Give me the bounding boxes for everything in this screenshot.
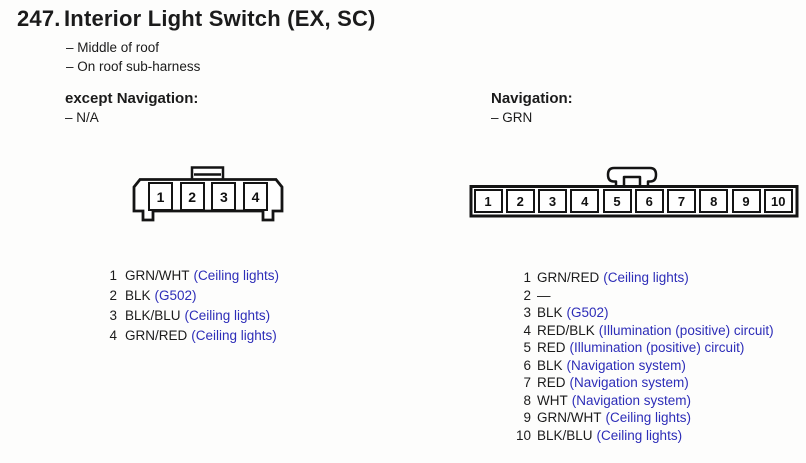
pinout-row: 10 BLK/BLU(Ceiling lights) [512,427,774,445]
page-title-number: 247. [17,6,61,31]
wire-destination: (Illumination (positive) circuit) [598,322,774,338]
page-title: Interior Light Switch (EX, SC) [64,6,376,31]
pinout-row: 2— [512,287,774,305]
pinout-row: 3 BLK(G502) [512,304,774,322]
pin-number: 10 [515,427,531,443]
title-note-line: – Middle of roof [66,40,160,55]
pin-cell: 2 [179,182,205,211]
pin-cell: 5 [602,189,632,213]
wire-destination: (G502) [154,288,197,303]
pin-number: 4 [109,328,117,343]
wire-color: GRN/RED [537,270,600,285]
pin-number: 3 [109,308,117,323]
pin-number: 8 [523,392,531,408]
wire-color: RED/BLK [537,322,595,338]
wire-destination: (Ceiling lights) [605,410,692,425]
pinout-row: 8 WHT(Navigation system) [512,392,774,410]
connector-diagram-4pin: 1 2 3 4 [132,161,286,223]
pinout-row: 9 GRN/WHT(Ceiling lights) [512,409,774,427]
wire-destination: (Navigation system) [569,375,689,390]
wire-destination: (Navigation system) [566,357,686,373]
wire-color: — [537,287,551,303]
wire-color: GRN/WHT [125,268,190,283]
wire-color: BLK [537,357,563,373]
pin-cell: 4 [243,182,269,211]
pinout-row: 4 RED/BLK(Illumination (positive) circuit… [512,322,774,340]
pinout-row: 6 BLK(Navigation system) [512,357,774,375]
wire-color: RED [537,340,566,355]
pin-cell: 3 [211,182,237,211]
title-notes: – Middle of roof – On roof sub-harness [66,39,200,76]
pin-cell: 3 [538,189,567,213]
pin-number: 2 [109,288,117,303]
wire-destination: (G502) [566,305,609,320]
pin-cell: 2 [505,189,535,213]
navigation-heading: Navigation: [491,90,573,107]
except-navigation-subnote: – N/A [65,110,99,125]
pin-cells-4pin: 1 2 3 4 [148,182,269,211]
pin-number: 1 [109,268,117,283]
pin-number: 5 [523,340,531,355]
title-note-line: – On roof sub-harness [66,58,201,74]
pin-cell: 4 [570,189,600,213]
pinout-row: 3 BLK/BLU(Ceiling lights) [105,306,279,326]
pinout-row: 1 GRN/WHT(Ceiling lights) [105,266,279,286]
pin-cell: 7 [667,189,696,213]
wire-color: RED [537,375,566,390]
wire-destination: (Ceiling lights) [596,427,683,443]
pin-number: 7 [523,375,531,390]
wire-destination: (Navigation system) [571,392,692,408]
pin-cell: 8 [699,189,729,213]
connector-latch-handle [606,166,658,191]
wire-color: GRN/RED [125,328,188,343]
except-navigation-heading: except Navigation: [65,90,199,107]
pinout-row: 2 BLK(G502) [105,286,279,306]
pin-cell: 6 [634,189,664,213]
wire-color: BLK/BLU [125,308,181,323]
pin-cell: 1 [473,189,503,213]
wire-color: BLK [537,305,563,320]
pin-number: 1 [523,270,531,285]
wire-destination: (Ceiling lights) [184,308,271,323]
wire-destination: (Illumination (positive) circuit) [569,340,745,355]
wire-destination: (Ceiling lights) [191,328,277,343]
wire-destination: (Ceiling lights) [193,268,280,283]
pin-number: 4 [523,322,531,338]
pin-number: 2 [523,287,531,303]
wire-color: GRN/WHT [537,410,602,425]
wire-color: WHT [537,392,568,408]
wire-color: BLK/BLU [537,427,593,443]
pin-cell: 9 [731,189,761,213]
pin-number: 6 [523,357,531,373]
wire-color: BLK [125,288,151,303]
pinout-row: 4 GRN/RED(Ceiling lights) [105,326,279,346]
pin-number: 3 [523,305,531,320]
connector-diagram-10pin: 1 2 3 4 5 6 7 8 9 10 [466,160,802,220]
pin-cells-10pin: 1 2 3 4 5 6 7 8 9 10 [473,189,793,213]
pin-cell: 10 [763,189,793,213]
pin-cell: 1 [148,182,173,211]
pinout-row: 7 RED(Navigation system) [512,374,774,392]
navigation-subnote: – GRN [491,110,533,125]
pinout-row: 5 RED(Illumination (positive) circuit) [512,339,774,357]
wire-destination: (Ceiling lights) [603,270,689,285]
pinout-row: 1 GRN/RED(Ceiling lights) [512,269,774,287]
pin-number: 9 [523,410,531,425]
